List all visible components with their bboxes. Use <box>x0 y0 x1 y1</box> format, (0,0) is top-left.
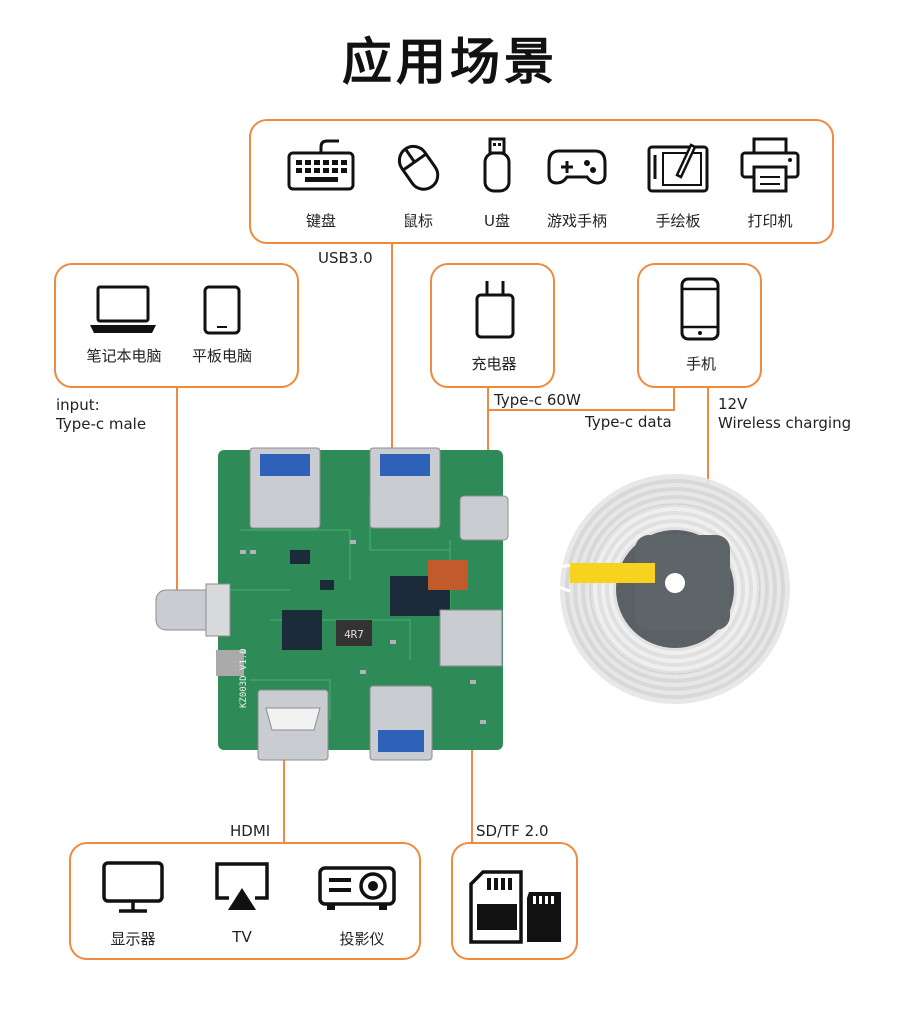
card-link-label: SD/TF 2.0 <box>476 822 549 840</box>
gamepad-icon <box>547 149 607 185</box>
phone-data-link-label: Type-c data <box>585 413 672 431</box>
mouse-icon <box>397 144 440 191</box>
monitor-icon <box>102 861 164 913</box>
display-label-tv: TV <box>232 928 252 946</box>
drawing-tablet-icon <box>647 143 709 193</box>
sd-tf-card-icon <box>469 870 561 944</box>
display-label-projector: 投影仪 <box>339 930 385 948</box>
host-devices-box: 笔记本电脑 平板电脑 <box>54 263 299 388</box>
host-label-tablet: 平板电脑 <box>191 347 252 365</box>
phone-icon <box>680 277 720 341</box>
hdmi-port <box>257 689 329 761</box>
charger-icon <box>475 281 515 339</box>
host-label-laptop: 笔记本电脑 <box>86 347 162 365</box>
device-label-usb-drive: U盘 <box>484 212 510 230</box>
wireless-link-label: 12V Wireless charging <box>718 395 852 432</box>
wireless-coil <box>550 474 790 704</box>
board-text: KZ003D V1.0 <box>239 648 249 708</box>
usb-port-top-right <box>369 447 441 529</box>
usb-port-bottom <box>369 685 433 761</box>
usb-link-label: USB3.0 <box>318 249 373 267</box>
device-label-keyboard: 键盘 <box>305 212 336 230</box>
usb-devices-box: 键盘 鼠标 U盘 游戏手柄 手绘板 打印机 <box>249 119 834 244</box>
chip-marking: 4R7 <box>344 628 364 641</box>
display-label-monitor: 显示器 <box>110 930 156 948</box>
device-label-drawing-tablet: 手绘板 <box>655 212 701 230</box>
phone-label: 手机 <box>685 355 716 373</box>
page-title: 应用场景 <box>342 33 558 91</box>
charger-box: 充电器 <box>430 263 555 388</box>
device-label-gamepad: 游戏手柄 <box>546 212 607 230</box>
hdmi-link-label: HDMI <box>230 822 271 840</box>
tv-airplay-icon <box>215 862 269 910</box>
printer-icon <box>740 137 800 193</box>
charger-link-label: Type-c 60W <box>494 391 581 409</box>
usb-drive-icon <box>483 137 511 193</box>
projector-icon <box>318 866 396 910</box>
laptop-icon <box>90 285 156 333</box>
charger-label: 充电器 <box>471 355 517 373</box>
card-box <box>451 842 578 960</box>
device-label-printer: 打印机 <box>747 212 793 230</box>
tablet-icon <box>203 285 241 335</box>
usb-port-top-left <box>249 447 321 529</box>
display-devices-box: 显示器 TV 投影仪 <box>69 842 421 960</box>
pcb-board: 4R7 KZ003D V1.0 <box>155 447 509 761</box>
phone-box: 手机 <box>637 263 762 388</box>
host-link-label: input: Type-c male <box>56 396 147 433</box>
device-label-mouse: 鼠标 <box>402 212 433 230</box>
keyboard-icon <box>287 139 355 191</box>
phone-data-wire <box>488 387 675 411</box>
